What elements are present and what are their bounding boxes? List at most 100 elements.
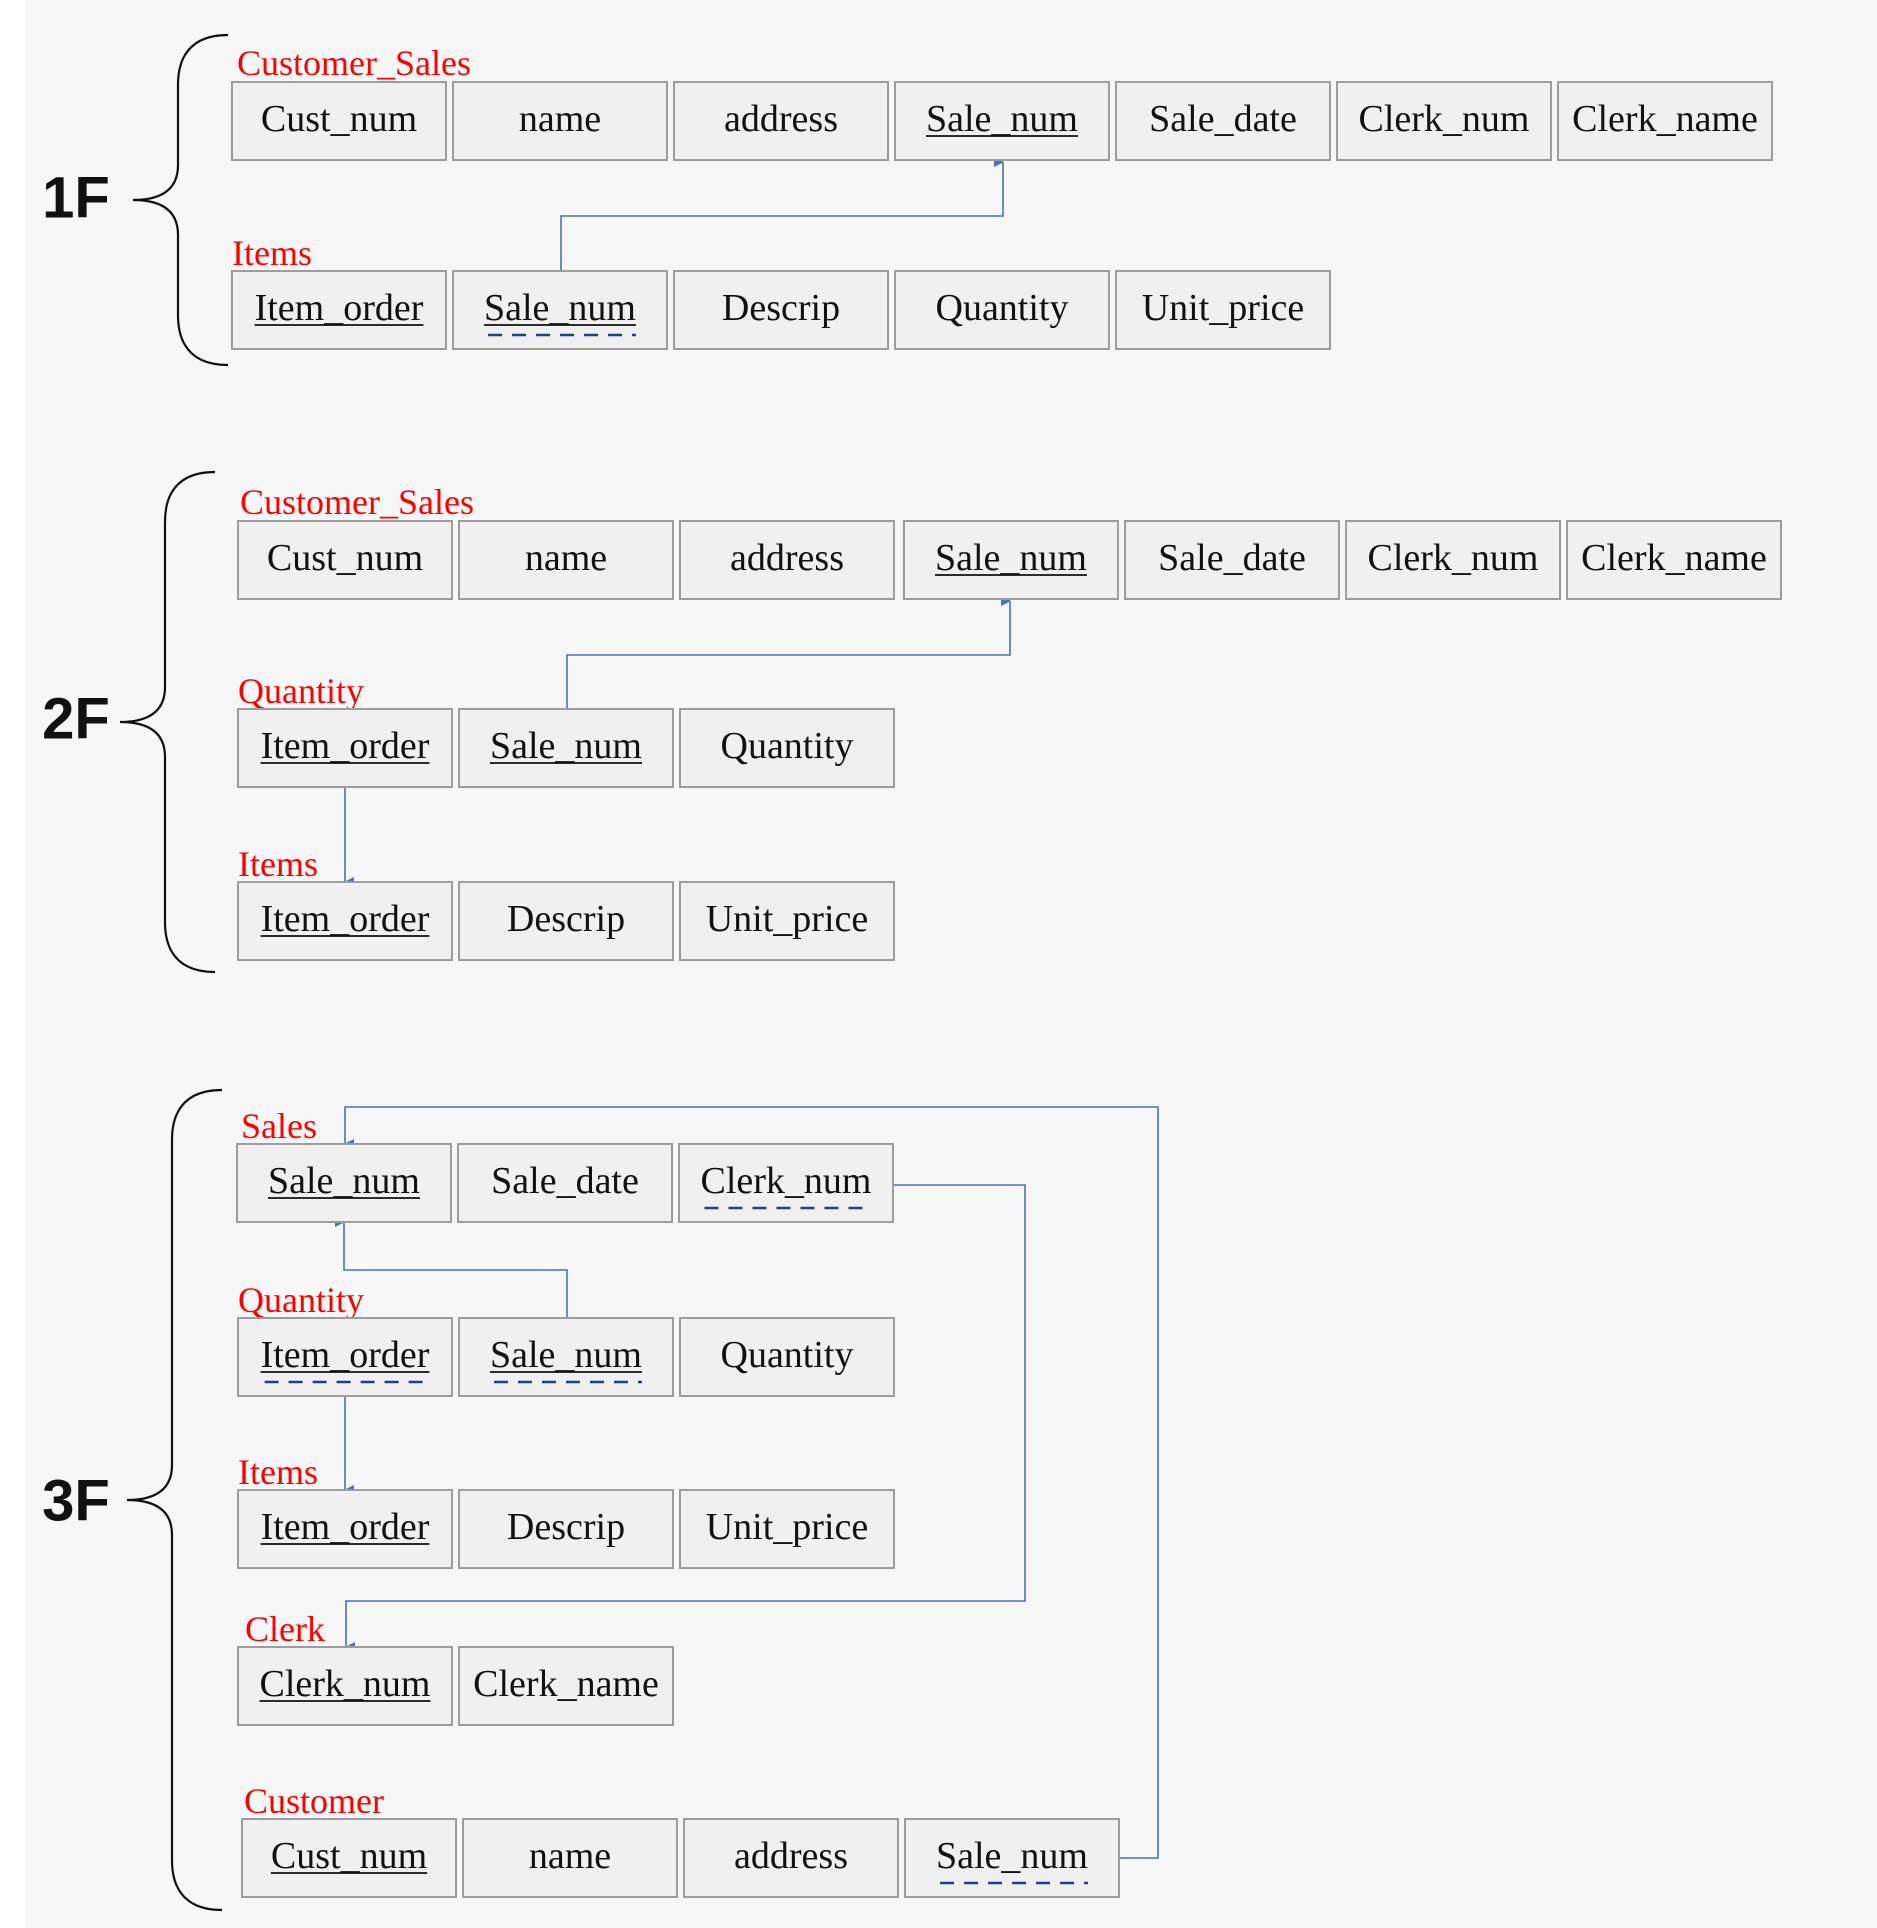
column-name: Descrip	[507, 898, 625, 940]
table-title: Items	[232, 233, 312, 273]
column-cell-item-order: Item_order	[237, 708, 453, 788]
reference-arrow-sale-num	[344, 1106, 1159, 1859]
column-cell-sale-num: Sale_num	[452, 270, 668, 350]
cell-box	[462, 1818, 678, 1898]
column-name: Sale_num	[935, 537, 1087, 579]
section-brace-3f: 3F	[42, 1088, 223, 1912]
column-name: Unit_price	[1142, 287, 1305, 329]
column-cell-address: address	[673, 81, 889, 161]
table-title: Customer_Sales	[237, 43, 471, 83]
column-name: Unit_price	[706, 898, 869, 940]
cell-box	[458, 708, 674, 788]
cell-box	[457, 1143, 673, 1223]
column-cell-unit-price: Unit_price	[679, 881, 895, 961]
column-name: Item_order	[261, 725, 430, 767]
column-cell-name: name	[458, 520, 674, 600]
column-cell-quantity: Quantity	[679, 708, 895, 788]
cell-box	[679, 708, 895, 788]
table-title: Clerk	[245, 1609, 325, 1649]
reference-arrow-sale-num	[335, 1217, 568, 1318]
column-name: Clerk_name	[473, 1663, 659, 1705]
column-cell-quantity: Quantity	[894, 270, 1110, 350]
cell-box	[673, 81, 889, 161]
column-cell-clerk-name: Clerk_name	[458, 1646, 674, 1726]
brace-layer: 1F 2F 3F	[42, 33, 229, 1912]
column-cell-sale-num: Sale_num	[904, 1818, 1120, 1898]
column-cell-clerk-name: Clerk_name	[1566, 520, 1782, 600]
column-cell-clerk-num: Clerk_num	[678, 1143, 894, 1223]
column-cell-address: address	[683, 1818, 899, 1898]
table-title: Sales	[241, 1106, 317, 1146]
normal-form-label: 1F	[42, 166, 110, 231]
column-name: name	[529, 1835, 611, 1877]
column-cell-name: name	[462, 1818, 678, 1898]
column-name: Quantity	[936, 287, 1069, 329]
section-brace-2f: 2F	[42, 470, 216, 974]
cell-box	[231, 270, 447, 350]
curly-brace	[126, 1088, 223, 1912]
cell-box	[458, 1646, 674, 1726]
column-name: name	[519, 98, 601, 140]
column-name: Sale_date	[491, 1160, 639, 1202]
cell-box	[237, 520, 453, 600]
column-name: Sale_date	[1158, 537, 1306, 579]
cell-box	[458, 881, 674, 961]
column-name: Clerk_name	[1572, 98, 1758, 140]
normal-form-label: 3F	[42, 1469, 110, 1534]
column-cell-descrip: Descrip	[458, 1489, 674, 1569]
cell-box	[683, 1818, 899, 1898]
curly-brace	[119, 470, 216, 974]
column-cell-cust-num: Cust_num	[241, 1818, 457, 1898]
reference-arrow-sale-num	[560, 157, 1004, 271]
column-cell-sale-num: Sale_num	[903, 520, 1119, 600]
section-brace-1f: 1F	[42, 33, 229, 367]
cell-box	[1115, 270, 1331, 350]
column-name: Clerk_num	[1368, 537, 1539, 579]
cell-box	[231, 81, 447, 161]
cell-box	[237, 1489, 453, 1569]
column-name: Cust_num	[271, 1835, 427, 1877]
column-cell-cust-num: Cust_num	[237, 520, 453, 600]
cell-box	[236, 1143, 452, 1223]
column-name: Item_order	[255, 287, 424, 329]
table-title: Quantity	[238, 671, 364, 711]
column-name: name	[525, 537, 607, 579]
column-cell-sale-num: Sale_num	[894, 81, 1110, 161]
cell-box	[673, 270, 889, 350]
column-cell-address: address	[679, 520, 895, 600]
column-name: Item_order	[261, 1506, 430, 1548]
column-cell-item-order: Item_order	[237, 1489, 453, 1569]
column-cell-sale-date: Sale_date	[1115, 81, 1331, 161]
cell-box	[1115, 81, 1331, 161]
column-cell-sale-num: Sale_num	[458, 708, 674, 788]
table-title: Quantity	[238, 1280, 364, 1320]
cell-box	[894, 81, 1110, 161]
column-cell-item-order: Item_order	[237, 1317, 453, 1397]
table-title: Customer	[244, 1781, 384, 1821]
cell-box	[1566, 520, 1782, 600]
cell-box	[237, 881, 453, 961]
column-cell-sale-num: Sale_num	[458, 1317, 674, 1397]
cell-box	[1557, 81, 1773, 161]
column-cell-unit-price: Unit_price	[679, 1489, 895, 1569]
cell-box	[679, 1489, 895, 1569]
cell-box	[452, 81, 668, 161]
cell-box	[1336, 81, 1552, 161]
column-name: Descrip	[722, 287, 840, 329]
column-name: Sale_num	[484, 287, 636, 329]
column-name: Sale_num	[926, 98, 1078, 140]
column-name: address	[724, 98, 838, 140]
column-name: Quantity	[721, 1334, 854, 1376]
column-name: Cust_num	[267, 537, 423, 579]
column-name: Sale_num	[490, 725, 642, 767]
column-cell-sale-date: Sale_date	[457, 1143, 673, 1223]
table-title: Customer_Sales	[240, 482, 474, 522]
cell-box	[241, 1818, 457, 1898]
